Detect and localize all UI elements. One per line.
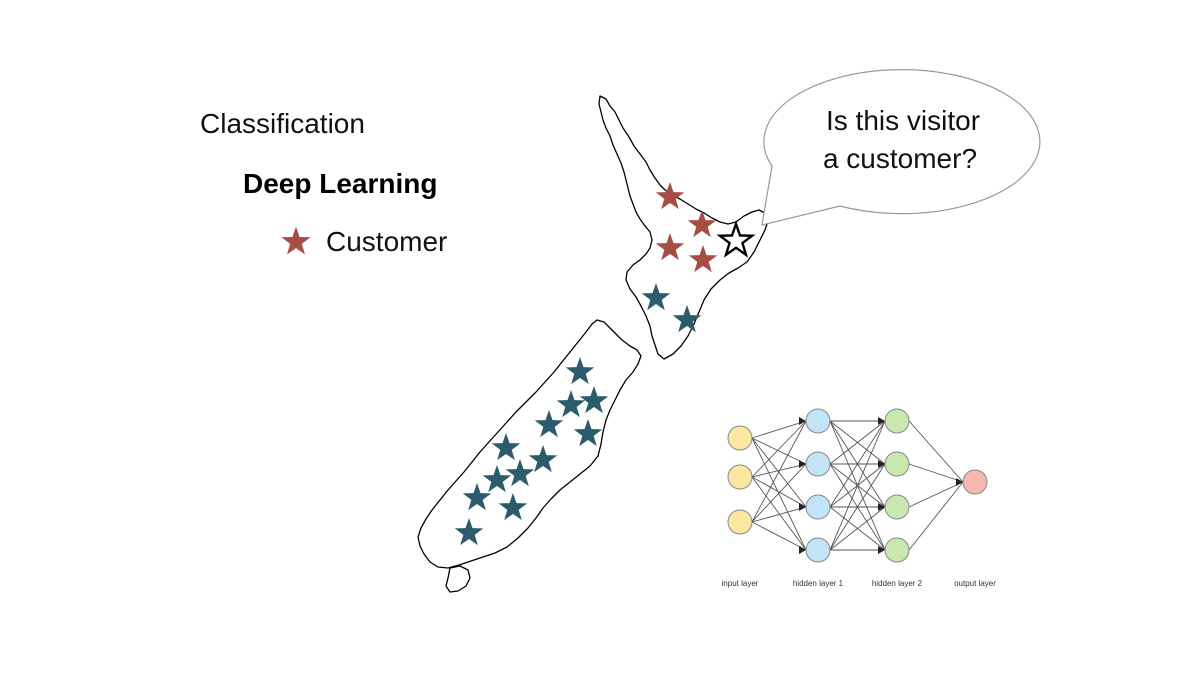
- unknown-visitor-star: [716, 220, 756, 258]
- nn-arrowhead: [799, 503, 806, 511]
- bubble-line-1: Is this visitor: [826, 105, 980, 136]
- nn-arrowhead: [878, 460, 885, 468]
- non-customer-star: [491, 433, 521, 461]
- nn-edge: [908, 420, 964, 483]
- nn-node: [884, 451, 910, 477]
- nn-arrowhead: [799, 417, 806, 425]
- nn-layer-label: hidden layer 1: [793, 579, 844, 588]
- nn-edge: [908, 481, 964, 508]
- nn-node: [962, 469, 988, 495]
- nn-layer-label: hidden layer 2: [872, 579, 923, 588]
- nn-edge: [751, 476, 807, 508]
- customer-star: [655, 182, 685, 210]
- nn-edge: [829, 420, 886, 551]
- nn-edge: [829, 463, 886, 551]
- nn-edge: [908, 481, 964, 551]
- nn-layer-label: input layer: [722, 579, 759, 588]
- non-customer-star: [534, 410, 564, 438]
- nn-edge: [829, 420, 886, 465]
- nn-edge: [751, 506, 807, 523]
- non-customer-star: [573, 419, 603, 447]
- customer-star: [687, 210, 717, 238]
- nn-edge: [829, 506, 886, 551]
- nn-arrowhead: [799, 546, 806, 554]
- nz-map: [417, 95, 769, 593]
- nn-labels: input layer hidden layer 1 hidden layer 2 o…: [722, 579, 997, 588]
- non-customer-star: [528, 445, 558, 473]
- nn-edge: [751, 463, 807, 478]
- nn-nodes: [727, 408, 988, 563]
- nn-node: [884, 408, 910, 434]
- legend: Customer: [280, 222, 447, 262]
- nn-node: [727, 425, 753, 451]
- non-customer-star: [482, 465, 512, 493]
- nn-node: [805, 537, 831, 563]
- star-icon: [281, 226, 311, 255]
- nn-edge: [751, 437, 807, 551]
- speech-bubble: Is this visitor a customer?: [761, 69, 1041, 226]
- nn-arrowhead: [878, 546, 885, 554]
- map-stars: [454, 182, 756, 546]
- nn-edge: [751, 463, 807, 523]
- nn-node: [884, 494, 910, 520]
- nn-edge: [751, 420, 807, 439]
- stewart-island: [445, 565, 471, 593]
- non-customer-star: [641, 283, 671, 311]
- south-island: [417, 319, 642, 569]
- non-customer-star: [579, 386, 609, 414]
- neural-network-diagram: input layer hidden layer 1 hidden layer 2 o…: [722, 408, 997, 588]
- nn-edge: [751, 420, 807, 523]
- nn-node: [805, 494, 831, 520]
- customer-star: [655, 233, 685, 261]
- non-customer-star: [556, 390, 586, 418]
- customer-star: [688, 245, 718, 273]
- non-customer-star: [565, 357, 595, 385]
- nn-arrowhead: [956, 478, 963, 486]
- nn-arrowhead: [878, 503, 885, 511]
- nn-edge: [751, 521, 807, 551]
- nn-edge: [908, 463, 964, 483]
- slide-subtitle: Deep Learning: [243, 168, 438, 199]
- non-customer-star: [498, 493, 528, 521]
- nn-arrowhead: [878, 417, 885, 425]
- bubble-line-2: a customer?: [823, 143, 977, 174]
- nn-node: [805, 408, 831, 434]
- nn-edge: [751, 437, 807, 465]
- non-customer-star: [454, 518, 484, 546]
- nn-edge: [829, 420, 886, 508]
- nn-edge: [751, 420, 807, 478]
- non-customer-star: [462, 483, 492, 511]
- nn-node: [805, 451, 831, 477]
- nn-edge: [751, 476, 807, 551]
- nn-node: [884, 537, 910, 563]
- nn-node: [727, 464, 753, 490]
- slide-title: Classification: [200, 108, 365, 139]
- non-customer-star: [505, 459, 535, 487]
- non-customer-star: [672, 305, 702, 333]
- nn-edges: [751, 417, 964, 554]
- nn-edge: [751, 437, 807, 508]
- nn-arrowhead: [799, 460, 806, 468]
- nn-node: [727, 509, 753, 535]
- speech-bubble-shape: [761, 69, 1041, 226]
- nn-layer-label: output layer: [954, 579, 996, 588]
- legend-label: Customer: [326, 226, 448, 257]
